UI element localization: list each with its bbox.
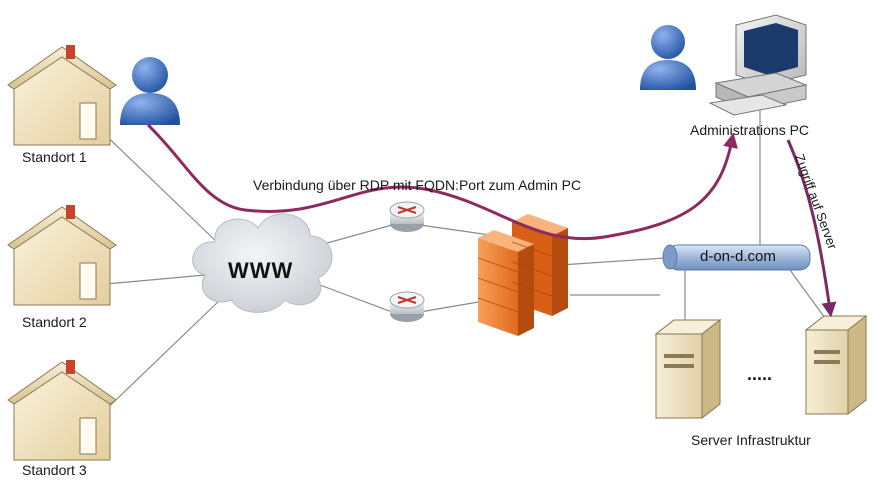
remote-user-icon bbox=[120, 57, 180, 125]
server-1-icon bbox=[654, 318, 722, 420]
domain-label: d-on-d.com bbox=[700, 248, 776, 265]
domain-bus bbox=[662, 244, 811, 271]
internet-cloud-icon bbox=[192, 213, 333, 313]
server-2-icon bbox=[804, 314, 868, 416]
site-1-label: Standort 1 bbox=[22, 149, 87, 165]
internet-label: WWW bbox=[228, 258, 294, 283]
site-3-house-icon bbox=[7, 360, 117, 461]
site-2-label: Standort 2 bbox=[22, 314, 87, 330]
router-2-icon bbox=[389, 291, 425, 322]
site-2-house-icon bbox=[7, 205, 117, 306]
server-infrastructure-label: Server Infrastruktur bbox=[691, 432, 811, 448]
site-1-house-icon bbox=[7, 45, 117, 146]
rdp-connection-arrow bbox=[146, 123, 738, 241]
firewall-icon bbox=[477, 214, 568, 336]
router-1-icon bbox=[389, 201, 425, 232]
connection-label: Verbindung über RDP mit FQDN:Port zum Ad… bbox=[253, 177, 582, 193]
server-ellipsis-label: ..... bbox=[747, 364, 773, 384]
admin-pc-desktop-computer-icon bbox=[708, 14, 808, 116]
admin-pc-label: Administrations PC bbox=[690, 122, 810, 138]
server-access-arrow bbox=[786, 139, 837, 318]
admin-user-icon bbox=[640, 25, 696, 90]
site-3-label: Standort 3 bbox=[22, 462, 87, 478]
